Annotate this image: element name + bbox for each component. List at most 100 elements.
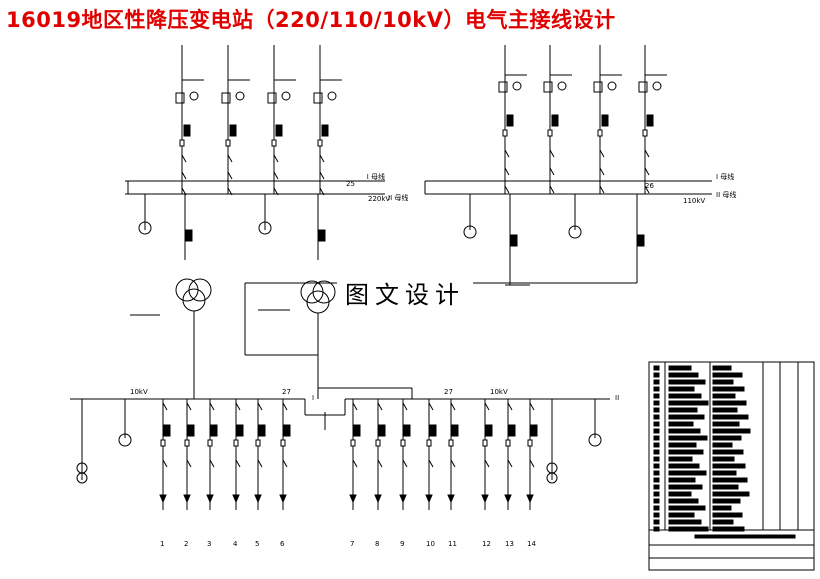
table-row-b-6 — [712, 407, 738, 413]
table-row-index-2 — [653, 379, 660, 385]
bay-220-4 — [313, 45, 342, 196]
table-row-index-15 — [653, 470, 660, 476]
feeder-number-right-2: 8 — [375, 540, 379, 548]
table-row-index-20 — [653, 505, 660, 511]
table-row-b-15 — [712, 470, 737, 476]
v10-label-left: 10kV — [130, 388, 148, 396]
feeder-number-right-5: 11 — [448, 540, 457, 548]
pt-bay-110-1 — [463, 194, 477, 239]
table-row-a-18 — [668, 491, 692, 497]
table-row-b-23 — [712, 526, 745, 532]
table-row-a-19 — [668, 498, 699, 504]
table-row-a-21 — [668, 512, 695, 518]
table-row-index-3 — [653, 386, 660, 392]
table-row-index-12 — [653, 449, 660, 455]
table-row-a-7 — [668, 414, 705, 420]
bus-220-ii-label: II 母线 — [388, 193, 408, 202]
table-row-a-4 — [668, 393, 702, 399]
pt-bay-220-2 — [258, 194, 272, 235]
feeder-number-right-8: 14 — [527, 540, 536, 548]
table-row-b-14 — [712, 463, 746, 469]
feeder-10kv-r8 — [526, 399, 538, 510]
bus-110-ii-label: II 母线 — [716, 190, 736, 199]
feeder-number-left-2: 2 — [184, 540, 188, 548]
pt-10kv-1 — [118, 399, 132, 447]
bay-220-3 — [267, 45, 296, 196]
page-title: 16019地区性降压变电站（220/110/10kV）电气主接线设计 — [6, 8, 616, 32]
feeder-10kv-r5 — [447, 399, 459, 510]
table-row-index-19 — [653, 498, 660, 504]
table-row-b-11 — [712, 442, 733, 448]
transformer-coil-3 — [510, 234, 518, 247]
bay-220-2 — [221, 45, 250, 196]
feeder-10kv-r6 — [481, 399, 493, 510]
station-service-2 — [546, 399, 558, 484]
v220-label: 220kV — [368, 195, 390, 203]
table-row-index-1 — [653, 372, 660, 378]
bus-number-26: 26 — [645, 182, 654, 190]
table-row-index-5 — [653, 400, 660, 406]
table-row-a-11 — [668, 442, 697, 448]
table-row-a-6 — [668, 407, 698, 413]
table-row-a-9 — [668, 428, 701, 434]
table-row-index-13 — [653, 456, 660, 462]
feeder-number-right-6: 12 — [482, 540, 491, 548]
table-row-index-6 — [653, 407, 660, 413]
table-row-index-18 — [653, 491, 660, 497]
feeder-10kv-r1 — [349, 399, 361, 510]
feeder-number-left-3: 3 — [207, 540, 211, 548]
table-row-index-16 — [653, 477, 660, 483]
table-row-b-2 — [712, 379, 734, 385]
feeder-10kv-l3 — [206, 399, 218, 510]
bus-110-i-label: I 母线 — [716, 172, 734, 181]
table-row-b-21 — [712, 512, 743, 518]
feeder-10kv-r3 — [399, 399, 411, 510]
table-row-index-0 — [653, 365, 660, 371]
bay-110-2 — [543, 45, 572, 194]
table-row-b-22 — [712, 519, 734, 525]
feeder-10kv-l5 — [254, 399, 266, 510]
table-row-a-0 — [668, 365, 692, 371]
table-row-b-18 — [712, 491, 750, 497]
table-row-index-23 — [653, 526, 660, 532]
pt-bay-220-1 — [138, 194, 152, 235]
table-row-index-21 — [653, 512, 660, 518]
feeder-10kv-r7 — [504, 399, 516, 510]
bay-110-1 — [498, 45, 527, 194]
table-row-b-7 — [712, 414, 749, 420]
table-row-a-23 — [668, 526, 709, 532]
table-row-a-22 — [668, 519, 702, 525]
watermark: 图文设计 — [337, 273, 473, 312]
bus10-i-label: I — [312, 394, 314, 402]
table-row-a-3 — [668, 386, 695, 392]
equipment-table — [648, 361, 815, 571]
feeder-number-right-1: 7 — [350, 540, 354, 548]
bus-number-27b: 27 — [444, 388, 453, 396]
feeder-10kv-l1 — [159, 399, 171, 510]
table-row-a-2 — [668, 379, 706, 385]
feeder-number-left-4: 4 — [233, 540, 238, 548]
table-row-b-10 — [712, 435, 742, 441]
table-row-index-14 — [653, 463, 660, 469]
transformer-coil-4 — [637, 234, 645, 247]
bay-220-1 — [175, 45, 204, 196]
table-row-index-22 — [653, 519, 660, 525]
table-row-a-16 — [668, 477, 696, 483]
bus10-ii-label: II — [615, 394, 619, 402]
table-row-b-8 — [712, 421, 740, 427]
table-row-b-20 — [712, 505, 732, 511]
table-row-index-9 — [653, 428, 660, 434]
table-row-index-8 — [653, 421, 660, 427]
table-row-index-17 — [653, 484, 660, 490]
table-row-a-5 — [668, 400, 709, 406]
table-row-b-19 — [712, 498, 741, 504]
v110-label: 110kV — [683, 197, 705, 205]
table-row-a-14 — [668, 463, 700, 469]
feeder-10kv-l2 — [183, 399, 195, 510]
feeder-number-left-1: 1 — [160, 540, 164, 548]
v10-label-right: 10kV — [490, 388, 508, 396]
table-row-a-15 — [668, 470, 707, 476]
table-row-b-16 — [712, 477, 748, 483]
table-row-b-5 — [712, 400, 747, 406]
feeder-10kv-r4 — [425, 399, 437, 510]
